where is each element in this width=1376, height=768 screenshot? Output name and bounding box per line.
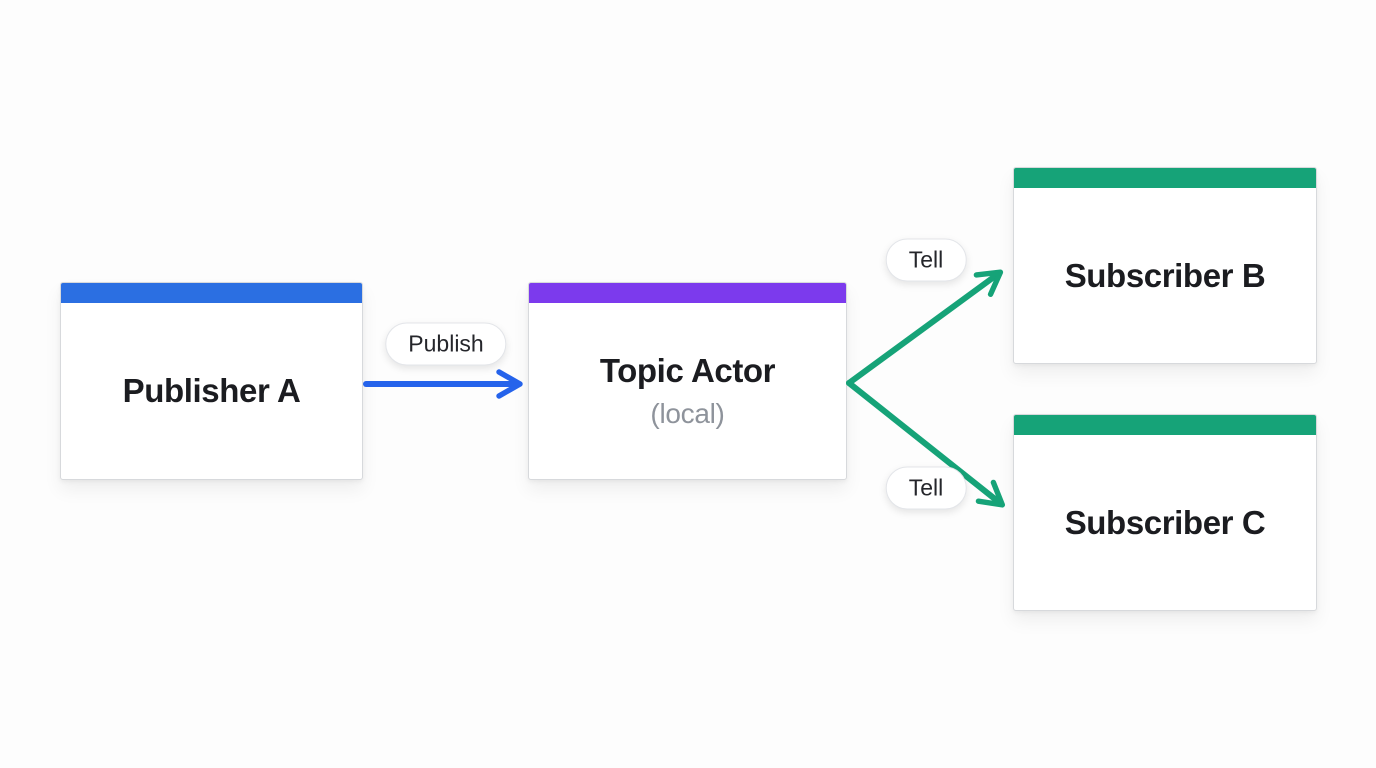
- node-title-subscriber-c: Subscriber C: [1064, 503, 1266, 541]
- node-publisher-a: Publisher A: [60, 282, 363, 480]
- node-subtitle-topic-actor: (local): [650, 398, 725, 429]
- edge-label-tell-c: Tell: [885, 466, 967, 510]
- node-body: Subscriber B: [1014, 188, 1316, 363]
- accent-bar-subscriber-b: [1014, 168, 1316, 188]
- accent-bar-publisher-a: [61, 283, 362, 303]
- node-body: Topic Actor (local): [529, 303, 846, 479]
- node-body: Subscriber C: [1014, 435, 1316, 610]
- edge-label-tell-b: Tell: [885, 238, 967, 282]
- edge-tell-b-arrow: [846, 269, 1004, 386]
- node-title-subscriber-b: Subscriber B: [1064, 256, 1266, 294]
- node-subscriber-c: Subscriber C: [1013, 414, 1317, 611]
- node-subscriber-b: Subscriber B: [1013, 167, 1317, 364]
- edge-label-publish: Publish: [385, 322, 507, 366]
- node-body: Publisher A: [61, 303, 362, 479]
- node-topic-actor: Topic Actor (local): [528, 282, 847, 480]
- accent-bar-subscriber-c: [1014, 415, 1316, 435]
- node-title-publisher-a: Publisher A: [122, 372, 301, 409]
- accent-bar-topic-actor: [529, 283, 846, 303]
- node-title-topic-actor: Topic Actor: [599, 352, 776, 389]
